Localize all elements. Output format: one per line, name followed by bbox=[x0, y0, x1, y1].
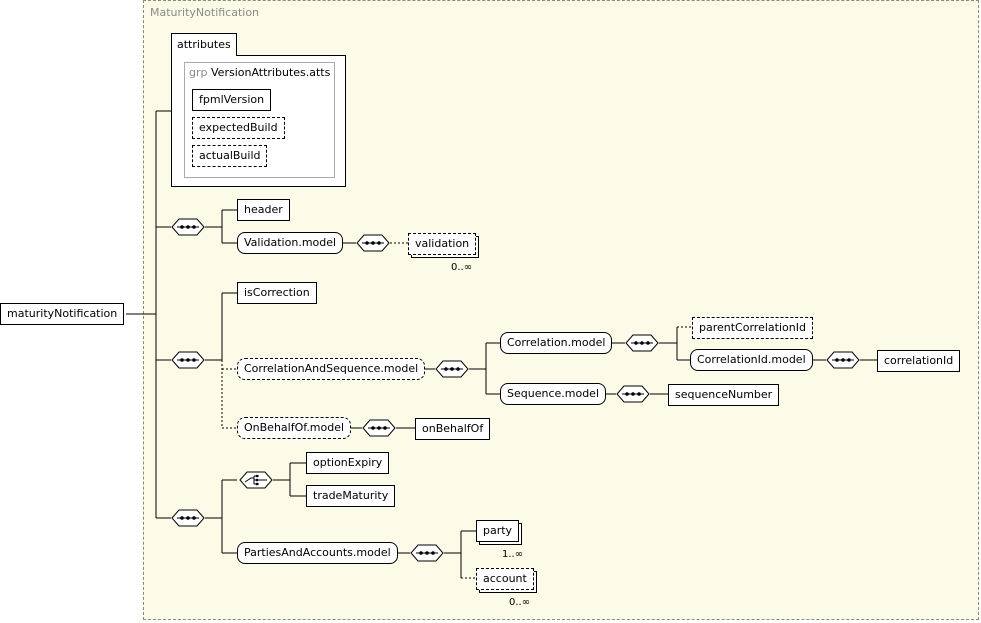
element-correlation-id[interactable]: correlationId bbox=[877, 350, 961, 372]
container-title: MaturityNotification bbox=[150, 6, 260, 19]
sequence-compositor-icon[interactable] bbox=[171, 218, 205, 236]
root-element-maturity-notification[interactable]: maturityNotification bbox=[0, 303, 125, 325]
attribute-actual-build[interactable]: actualBuild bbox=[192, 145, 268, 167]
group-on-behalf-of-model[interactable]: OnBehalfOf.model bbox=[237, 417, 352, 439]
attribute-group-keyword: grp bbox=[189, 66, 208, 79]
group-parties-and-accounts-model[interactable]: PartiesAndAccounts.model bbox=[237, 542, 398, 564]
sequence-compositor-icon[interactable] bbox=[826, 351, 860, 369]
group-validation-model[interactable]: Validation.model bbox=[237, 232, 344, 254]
sequence-compositor-icon[interactable] bbox=[435, 360, 469, 378]
multiplicity-party: 1..∞ bbox=[502, 549, 524, 560]
sequence-compositor-icon[interactable] bbox=[356, 234, 390, 252]
group-sequence-model[interactable]: Sequence.model bbox=[500, 383, 607, 405]
sequence-compositor-icon[interactable] bbox=[616, 385, 650, 403]
element-parent-correlation-id[interactable]: parentCorrelationId bbox=[692, 317, 813, 339]
group-correlation-and-sequence-model[interactable]: CorrelationAndSequence.model bbox=[237, 358, 426, 380]
sequence-compositor-icon[interactable] bbox=[625, 334, 659, 352]
group-correlation-model[interactable]: Correlation.model bbox=[500, 332, 613, 354]
sequence-compositor-icon[interactable] bbox=[171, 351, 205, 369]
element-on-behalf-of[interactable]: onBehalfOf bbox=[415, 418, 491, 440]
multiplicity-account: 0..∞ bbox=[509, 597, 531, 608]
element-header[interactable]: header bbox=[237, 199, 290, 221]
attribute-fpml-version[interactable]: fpmlVersion bbox=[192, 89, 272, 111]
element-validation[interactable]: validation bbox=[408, 233, 477, 255]
choice-compositor-icon[interactable] bbox=[239, 471, 273, 489]
element-party[interactable]: party bbox=[476, 520, 520, 542]
attributes-tab[interactable]: attributes bbox=[171, 33, 237, 56]
element-account[interactable]: account bbox=[476, 568, 534, 590]
attribute-expected-build[interactable]: expectedBuild bbox=[192, 117, 285, 139]
element-option-expiry[interactable]: optionExpiry bbox=[306, 452, 390, 474]
element-trade-maturity[interactable]: tradeMaturity bbox=[306, 485, 396, 507]
attribute-group-name: VersionAttributes.atts bbox=[211, 66, 331, 79]
sequence-compositor-icon[interactable] bbox=[362, 419, 396, 437]
element-sequence-number[interactable]: sequenceNumber bbox=[668, 384, 780, 406]
attribute-group-title: grp VersionAttributes.atts bbox=[189, 66, 330, 79]
element-is-correction[interactable]: isCorrection bbox=[237, 282, 317, 304]
sequence-compositor-icon[interactable] bbox=[171, 509, 205, 527]
sequence-compositor-icon[interactable] bbox=[410, 544, 444, 562]
group-correlation-id-model[interactable]: CorrelationId.model bbox=[690, 349, 813, 371]
multiplicity-validation: 0..∞ bbox=[451, 262, 473, 273]
